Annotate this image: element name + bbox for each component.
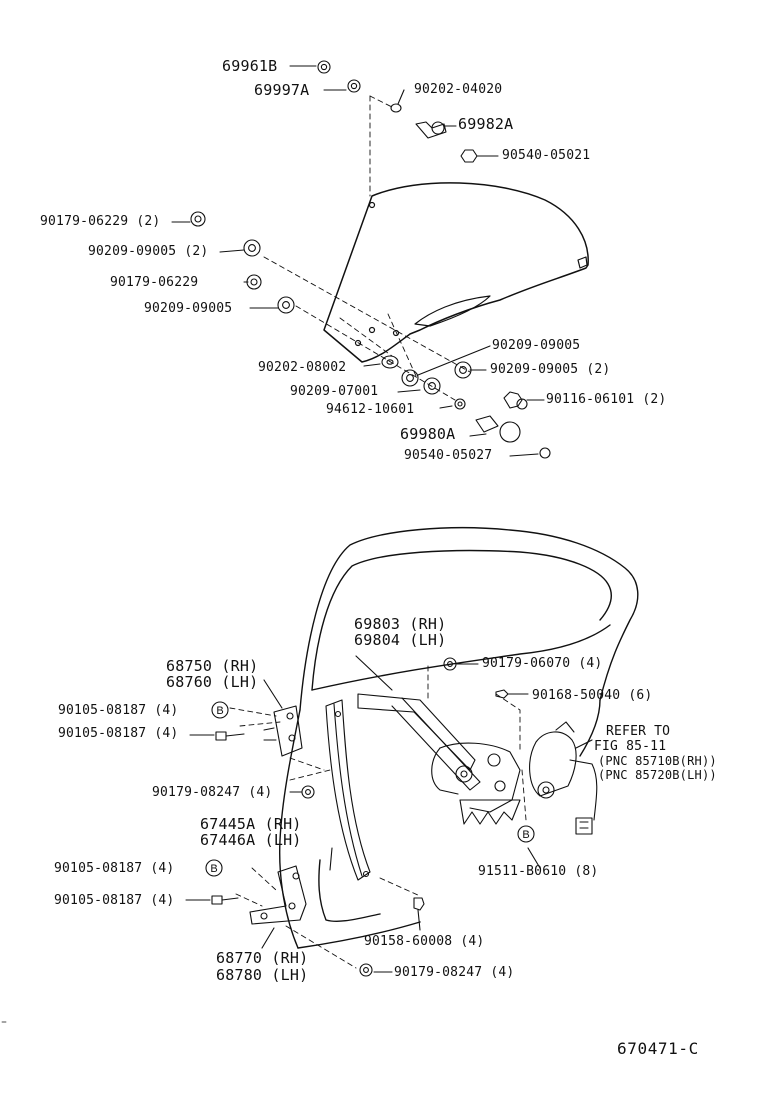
part-label-94612-10601: 94612-10601 xyxy=(326,402,415,417)
part-label-pnc-85720b: (PNC 85720B(LH)) xyxy=(598,768,717,782)
part-label-69980a: 69980A xyxy=(400,425,456,443)
upper-fasteners xyxy=(171,60,551,459)
part-label-90116-06101-2: 90116-06101 (2) xyxy=(546,392,667,407)
figure-code: 670471-C xyxy=(617,1039,699,1058)
hinge-lower-68770 xyxy=(249,865,307,925)
door-glass xyxy=(323,182,589,363)
part-label-90540-05027: 90540-05027 xyxy=(404,448,493,463)
part-label-90105-08187-4-d: 90105-08187 (4) xyxy=(54,893,175,908)
callout-b-markers xyxy=(205,701,535,877)
part-label-90209-09005-right: 90209-09005 xyxy=(492,338,581,353)
part-label-90209-09005: 90209-09005 xyxy=(144,301,233,316)
part-label-90209-09005-2-right: 90209-09005 (2) xyxy=(490,362,611,377)
part-label-90202-04020: 90202-04020 xyxy=(414,82,503,97)
part-label-90179-06070-4: 90179-06070 (4) xyxy=(482,656,603,671)
part-label-69804-lh: 69804 (LH) xyxy=(354,631,447,649)
door-frame xyxy=(278,527,639,949)
part-label-90168-50040-6: 90168-50040 (6) xyxy=(532,688,653,703)
part-label-90179-06229-2: 90179-06229 (2) xyxy=(40,214,161,229)
window-motor xyxy=(529,721,598,835)
glass-run-channel xyxy=(325,699,371,881)
part-label-90105-08187-4-a: 90105-08187 (4) xyxy=(58,703,179,718)
dash-leaders-upper xyxy=(263,95,471,401)
part-label-90105-08187-4-c: 90105-08187 (4) xyxy=(54,861,175,876)
part-label-67445a-rh: 67445A (RH) xyxy=(200,815,302,833)
part-label-90209-07001: 90209-07001 xyxy=(290,384,379,399)
lower-fasteners xyxy=(185,655,593,977)
part-label-90179-08247-4-b: 90179-08247 (4) xyxy=(394,965,515,980)
window-regulator xyxy=(357,693,521,825)
part-label-90179-08247-4: 90179-08247 (4) xyxy=(152,785,273,800)
part-label-68750-rh: 68750 (RH) xyxy=(166,657,259,675)
part-label-68780-lh: 68780 (LH) xyxy=(216,966,309,984)
part-label-90202-08002: 90202-08002 xyxy=(258,360,347,375)
part-label-69961b: 69961B xyxy=(222,57,278,75)
part-label-90540-05021: 90540-05021 xyxy=(502,148,591,163)
part-label-90179-06229: 90179-06229 xyxy=(110,275,199,290)
part-label-69997a: 69997A xyxy=(254,81,310,99)
part-label-69803-rh: 69803 (RH) xyxy=(354,615,447,633)
part-label-69982a: 69982A xyxy=(458,115,514,133)
dash-leaders-lower xyxy=(229,665,527,969)
part-label-90209-09005-2: 90209-09005 (2) xyxy=(88,244,209,259)
hinge-upper-68750 xyxy=(263,705,303,757)
callout-b-2: B xyxy=(210,863,217,875)
part-label-90105-08187-4-b: 90105-08187 (4) xyxy=(58,726,179,741)
part-label-67446a-lh: 67446A (LH) xyxy=(200,831,302,849)
part-label-68760-lh: 68760 (LH) xyxy=(166,673,259,691)
part-label-refer-to: REFER TO xyxy=(606,724,671,739)
callout-b-3: B xyxy=(522,829,529,841)
callout-b-1: B xyxy=(216,705,223,717)
part-label-68770-rh: 68770 (RH) xyxy=(216,949,309,967)
part-label-pnc-85710b: (PNC 85710B(RH)) xyxy=(598,754,717,768)
part-label-fig-85-11: FIG 85-11 xyxy=(594,739,667,754)
part-label-91511-b0610-8: 91511-B0610 (8) xyxy=(478,864,599,879)
part-label-90158-60008-4: 90158-60008 (4) xyxy=(364,934,485,949)
